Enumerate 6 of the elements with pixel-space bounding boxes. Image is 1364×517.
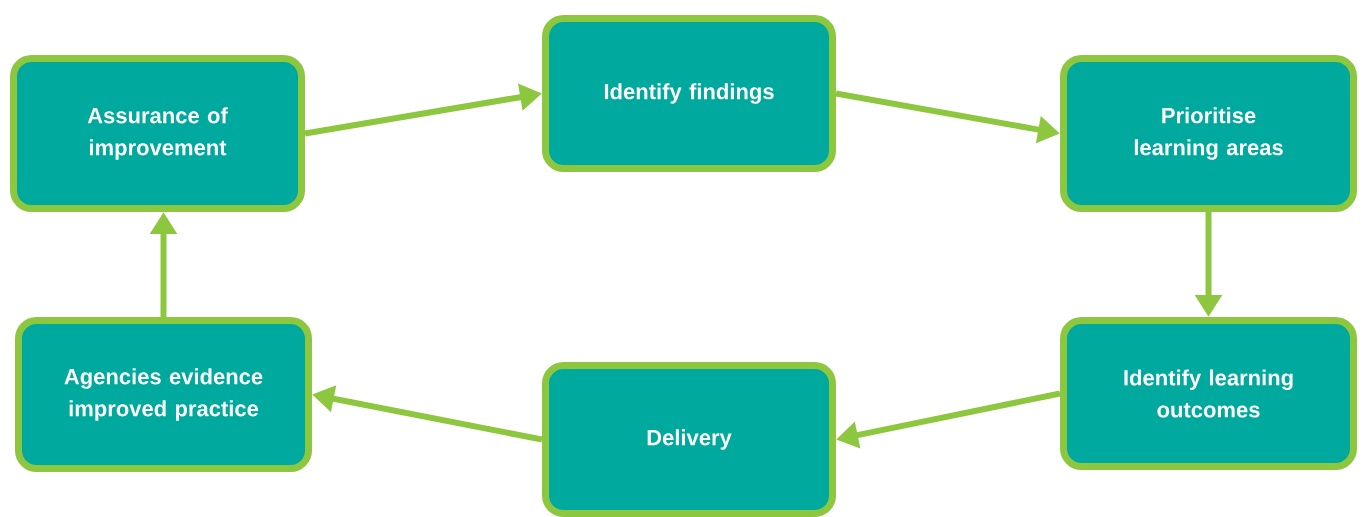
process-box: Identify learning outcomes (1060, 317, 1357, 470)
process-box: Delivery (542, 362, 836, 517)
process-box: Identify findings (542, 15, 836, 172)
process-box: Prioritise learning areas (1060, 55, 1357, 212)
process-box: Agencies evidence improved practice (15, 317, 312, 472)
process-box: Assurance of improvement (10, 55, 305, 212)
